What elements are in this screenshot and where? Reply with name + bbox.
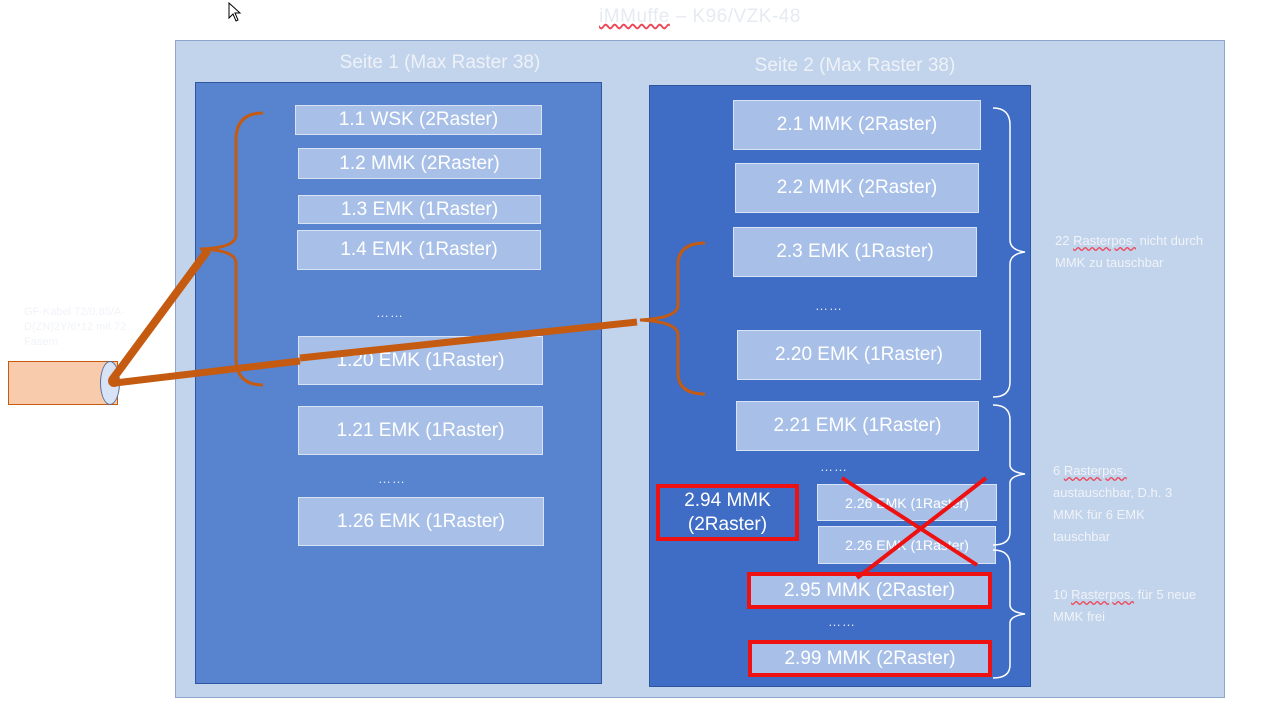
page2-ellipsis: …… xyxy=(815,298,843,313)
note-free: 10 Rasterpos. für 5 neue MMK frei xyxy=(1053,587,1197,624)
page1-slot: 1.2 MMK (2Raster) xyxy=(298,148,541,179)
page1-slot: 1.4 EMK (1Raster) xyxy=(297,230,541,270)
page2-slot: 2.1 MMK (2Raster) xyxy=(733,100,981,150)
page1-slot: 1.26 EMK (1Raster) xyxy=(298,497,544,546)
brace-free xyxy=(992,549,1026,679)
page2-heading: Seite 2 (Max Raster 38) xyxy=(754,55,956,76)
fiber-line xyxy=(108,247,212,383)
fiber-line xyxy=(114,357,301,387)
brace-not-swappable xyxy=(992,107,1026,398)
title-suffix: – K96/VZK-48 xyxy=(669,6,801,27)
page2-slot: 2.2 MMK (2Raster) xyxy=(735,163,979,213)
mouse-cursor-icon xyxy=(228,2,242,22)
fiber-line xyxy=(299,318,638,362)
page1-slot: 1.1 WSK (2Raster) xyxy=(295,105,542,135)
page2-ellipsis: …… xyxy=(828,614,856,629)
page1-ellipsis: …… xyxy=(376,305,404,320)
note-not-swappable: 22 Rasterpos. nicht durch MMK zu tauschb… xyxy=(1055,233,1204,270)
page2-ellipsis: …… xyxy=(820,459,848,474)
cross-out-line xyxy=(840,476,979,567)
title-main: iMMuffe xyxy=(599,6,670,27)
page1-slot: 1.21 EMK (1Raster) xyxy=(298,406,543,455)
new-mmk-slot: 2.95 MMK (2Raster) xyxy=(747,572,992,609)
page2-slot: 2.21 EMK (1Raster) xyxy=(736,401,979,451)
page1-brace xyxy=(199,111,264,387)
new-mmk-slot: 2.94 MMK (2Raster) xyxy=(656,484,799,541)
page1-slot: 1.3 EMK (1Raster) xyxy=(298,195,541,224)
page1-ellipsis: …… xyxy=(378,471,406,486)
cross-out-line xyxy=(855,476,988,580)
crossed-slot: 2.26 EMK (1Raster) xyxy=(817,484,997,521)
diagram-title: iMMuffe – K96/VZK-48 xyxy=(560,6,840,28)
note-swappable: 6 Rasterpos. austauschbar, D.h. 3 MMK fü… xyxy=(1053,463,1173,544)
page2-brace xyxy=(639,241,706,396)
new-mmk-slot: 2.99 MMK (2Raster) xyxy=(748,640,992,677)
cable-label: GF-Kabel 72/0,85/A-D(ZN)2Y/6*12 mit 72 F… xyxy=(24,306,127,348)
page1-heading: Seite 1 (Max Raster 38) xyxy=(339,52,541,73)
brace-swappable xyxy=(992,404,1026,546)
cable-connection-dot xyxy=(108,375,120,387)
page2-slot: 2.3 EMK (1Raster) xyxy=(733,227,977,277)
page2-slot: 2.20 EMK (1Raster) xyxy=(737,330,981,380)
